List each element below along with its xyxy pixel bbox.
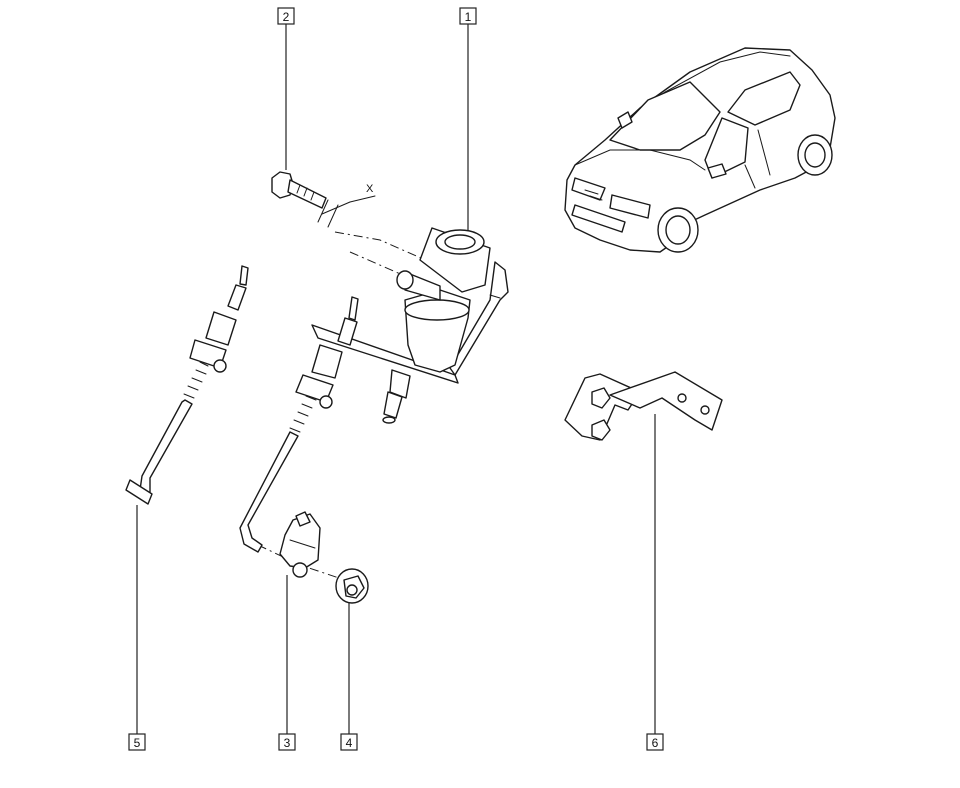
dimension-x: X [317, 183, 376, 228]
assembly-axis-bolt-lower [349, 251, 406, 277]
callout-6-label: 6 [652, 736, 659, 750]
vehicle-locator-illustration [564, 47, 836, 253]
callout-3-label: 3 [284, 736, 291, 750]
callout-2-label: 2 [283, 10, 290, 24]
master-cylinder-part [311, 227, 509, 424]
callout-5-label: 5 [134, 736, 141, 750]
hose-left-part [125, 265, 249, 505]
callout-5[interactable]: 5 [128, 733, 146, 751]
bolt-part [271, 171, 327, 209]
callout-1-label: 1 [465, 10, 472, 24]
callout-6[interactable]: 6 [646, 733, 664, 751]
assembly-axis-bolt [334, 231, 431, 263]
callout-3[interactable]: 3 [278, 733, 296, 751]
callout-4[interactable]: 4 [340, 733, 358, 751]
callout-1[interactable]: 1 [459, 7, 477, 25]
connector-clip-part [279, 511, 321, 578]
hose-middle-part [239, 296, 359, 553]
support-bracket-part [564, 371, 723, 441]
nut-part [335, 568, 369, 604]
callout-4-label: 4 [346, 736, 353, 750]
dimension-x-label: X [366, 183, 374, 195]
callout-2[interactable]: 2 [277, 7, 295, 25]
